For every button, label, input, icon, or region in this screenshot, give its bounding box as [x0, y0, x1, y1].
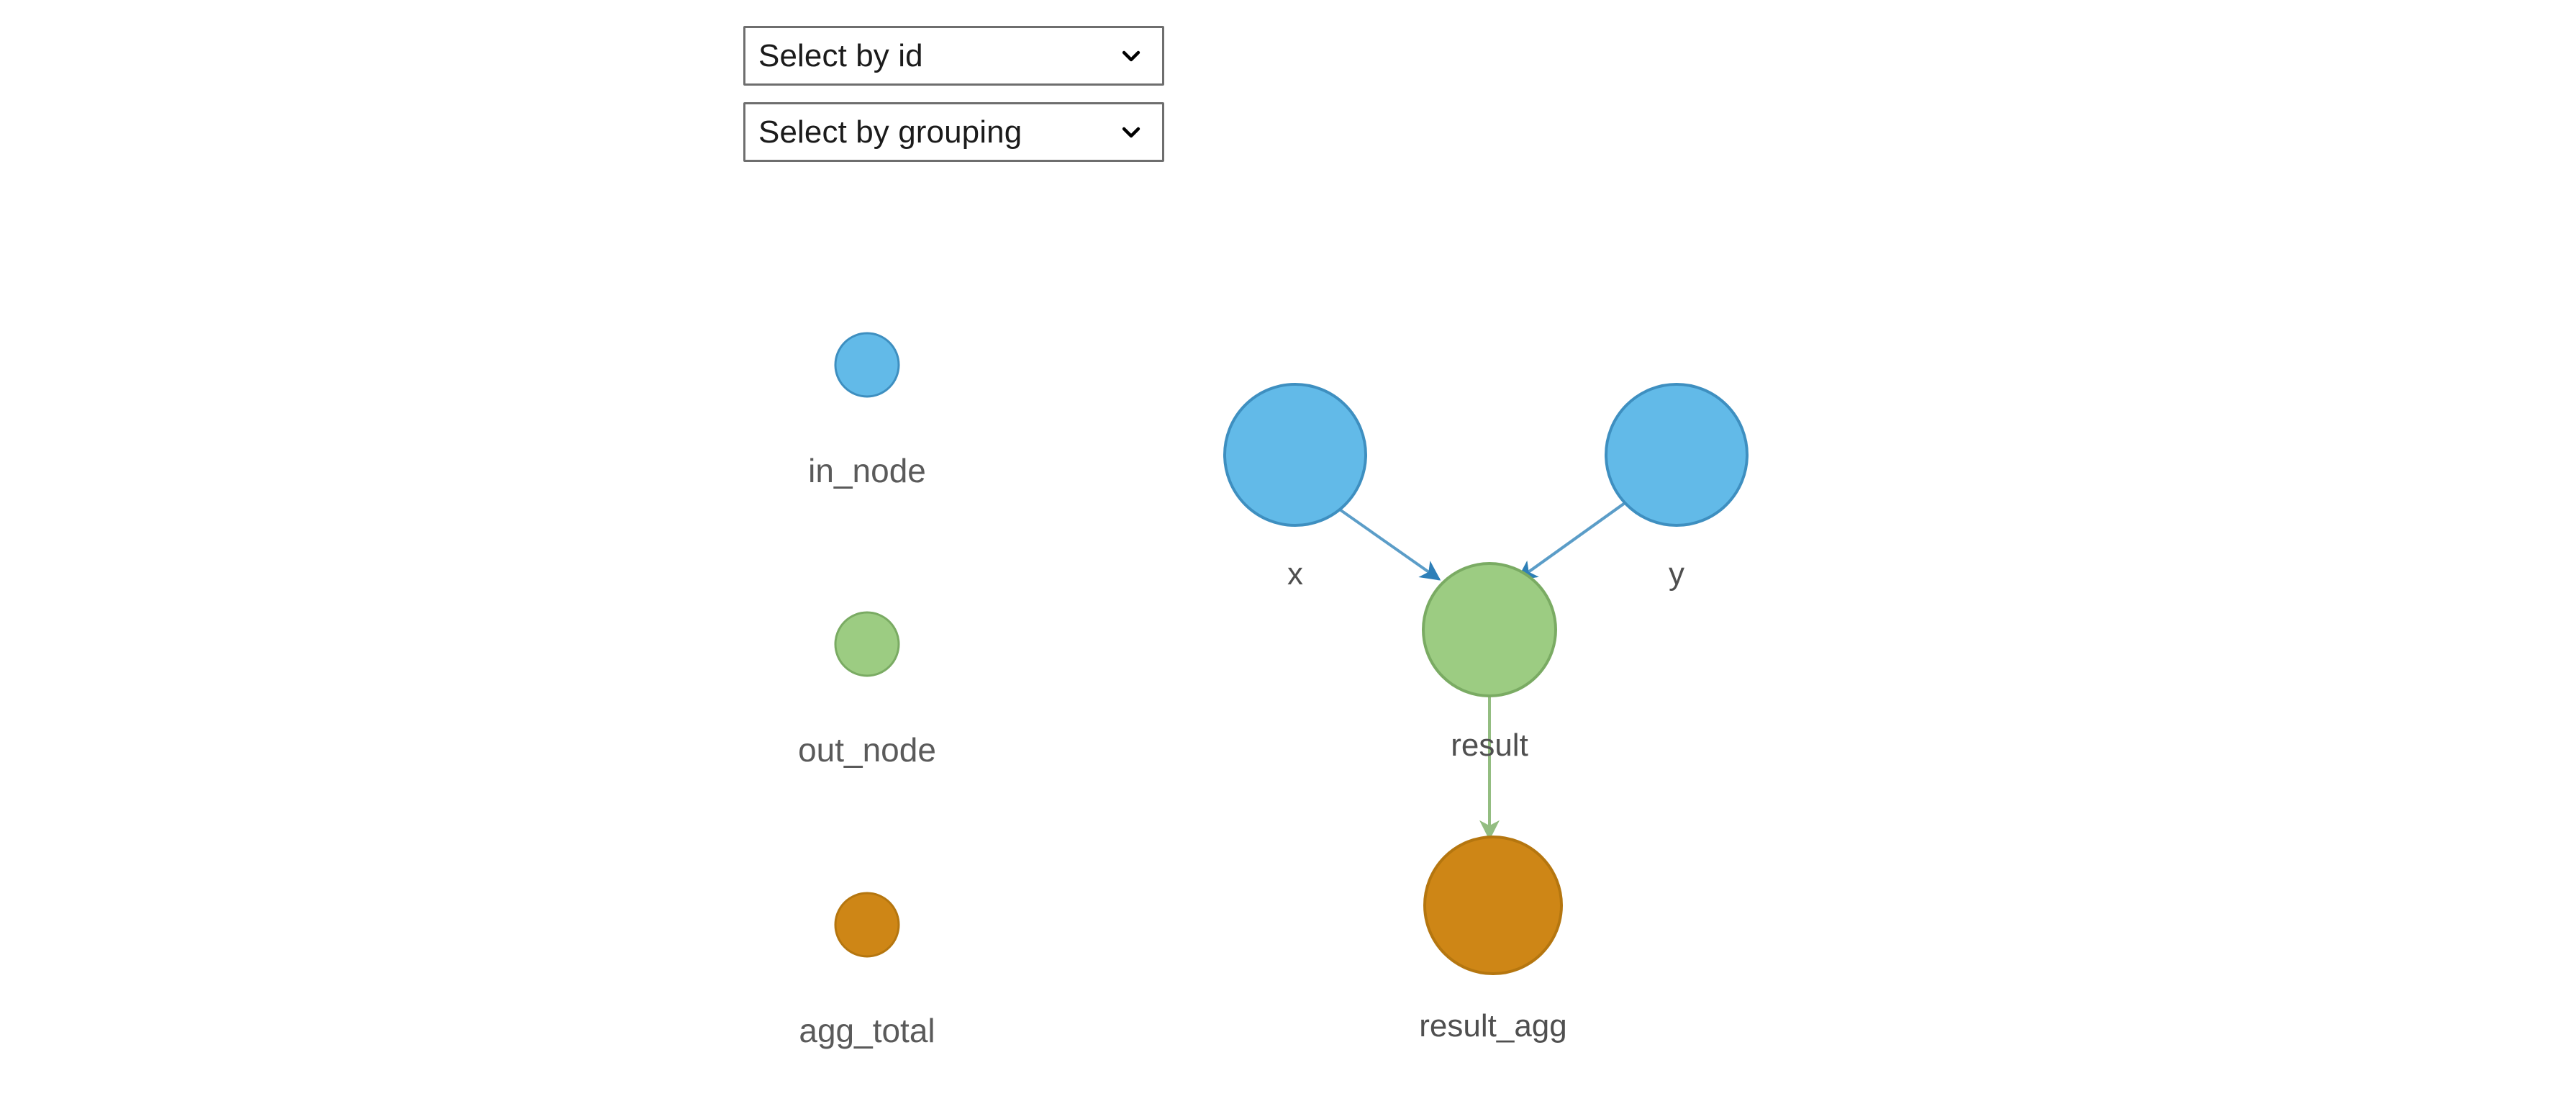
controls-panel: Select by id Select by grouping: [743, 26, 1164, 162]
node-circle-result[interactable]: [1422, 562, 1557, 697]
select-by-grouping-dropdown[interactable]: Select by grouping: [743, 102, 1164, 162]
legend-swatch-in-node[interactable]: [834, 332, 900, 398]
edge-label-result: result: [1451, 728, 1528, 763]
node-label-result-agg: result_agg: [1419, 1008, 1566, 1044]
edge-y-to-result: [1516, 498, 1631, 581]
select-by-id-dropdown[interactable]: Select by id: [743, 26, 1164, 86]
node-circle-y[interactable]: [1605, 383, 1749, 527]
select-by-grouping-value: Select by grouping: [758, 114, 1022, 150]
chevron-down-icon: [1122, 127, 1140, 137]
graph-nodes: x y result_agg: [1223, 383, 1749, 1044]
node-result[interactable]: [1422, 562, 1557, 697]
graph-edges: result: [1324, 498, 1631, 841]
legend-label-agg-total: agg_total: [799, 1012, 935, 1049]
legend-swatch-out-node[interactable]: [834, 611, 900, 677]
legend-item-agg-total[interactable]: agg_total: [799, 892, 935, 1049]
legend-label-in-node: in_node: [808, 452, 926, 489]
legend-label-out-node: out_node: [798, 731, 936, 769]
node-label-y: y: [1669, 556, 1684, 592]
legend: in_node out_node agg_total: [798, 332, 936, 1049]
legend-item-out-node[interactable]: out_node: [798, 611, 936, 769]
node-label-x: x: [1287, 556, 1303, 592]
node-x[interactable]: x: [1223, 383, 1367, 592]
node-circle-x[interactable]: [1223, 383, 1367, 527]
node-circle-result-agg[interactable]: [1423, 836, 1563, 975]
legend-swatch-agg-total[interactable]: [834, 892, 900, 958]
legend-item-in-node[interactable]: in_node: [808, 332, 926, 489]
node-result-agg[interactable]: result_agg: [1419, 836, 1567, 1044]
chevron-down-icon: [1122, 50, 1140, 61]
edge-x-to-result: [1324, 498, 1441, 581]
node-y[interactable]: y: [1605, 383, 1749, 592]
select-by-id-value: Select by id: [758, 37, 923, 73]
